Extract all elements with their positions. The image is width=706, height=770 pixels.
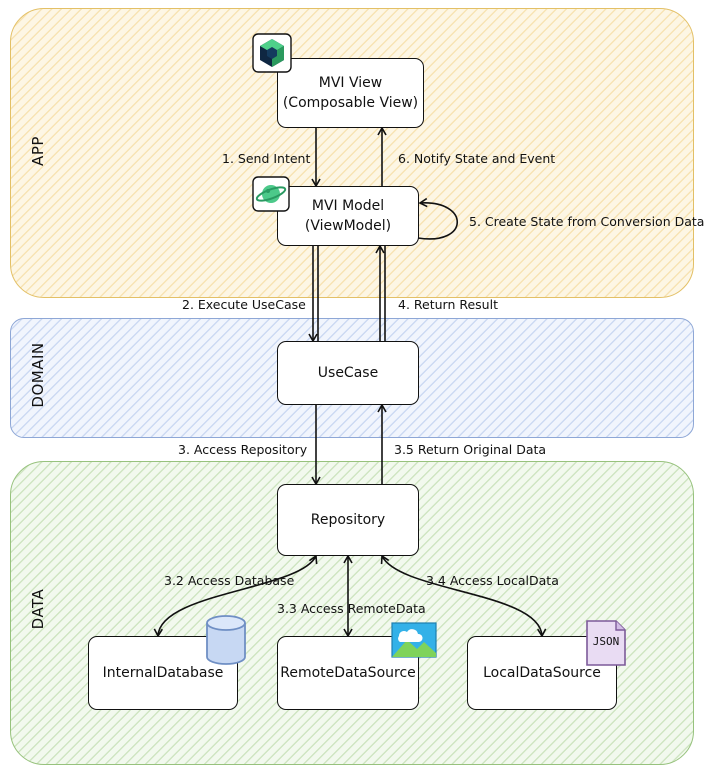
label-access-database: 3.2 Access Database xyxy=(164,573,295,588)
cloud-image-icon xyxy=(391,622,437,658)
mvi-view-box: MVI View (Composable View) xyxy=(277,58,424,128)
label-execute-usecase: 2. Execute UseCase xyxy=(182,297,306,312)
arrow-access-database xyxy=(153,554,318,638)
repository-box: Repository xyxy=(277,484,419,556)
label-return-result: 4. Return Result xyxy=(398,297,498,312)
label-access-local: 3.4 Access LocalData xyxy=(426,573,559,588)
label-access-remote: 3.3 Access RemoteData xyxy=(277,601,426,616)
jetpack-compose-icon xyxy=(252,33,292,73)
label-notify-state: 6. Notify State and Event xyxy=(398,151,556,166)
label-send-intent: 1. Send Intent xyxy=(222,151,311,166)
app-layer xyxy=(10,8,694,298)
arrow-access-local xyxy=(380,554,547,638)
label-access-repository: 3. Access Repository xyxy=(178,442,308,457)
json-file-icon: JSON xyxy=(586,620,626,666)
label-return-original: 3.5 Return Original Data xyxy=(394,442,547,457)
kotlin-planet-icon xyxy=(252,176,290,212)
database-cylinder-icon xyxy=(206,615,246,665)
json-icon-text: JSON xyxy=(593,635,620,648)
arrow-create-state xyxy=(417,197,458,240)
usecase-box: UseCase xyxy=(277,341,419,405)
label-create-state: 5. Create State from Conversion Data xyxy=(469,214,705,229)
mvi-model-box: MVI Model (ViewModel) xyxy=(277,186,419,246)
